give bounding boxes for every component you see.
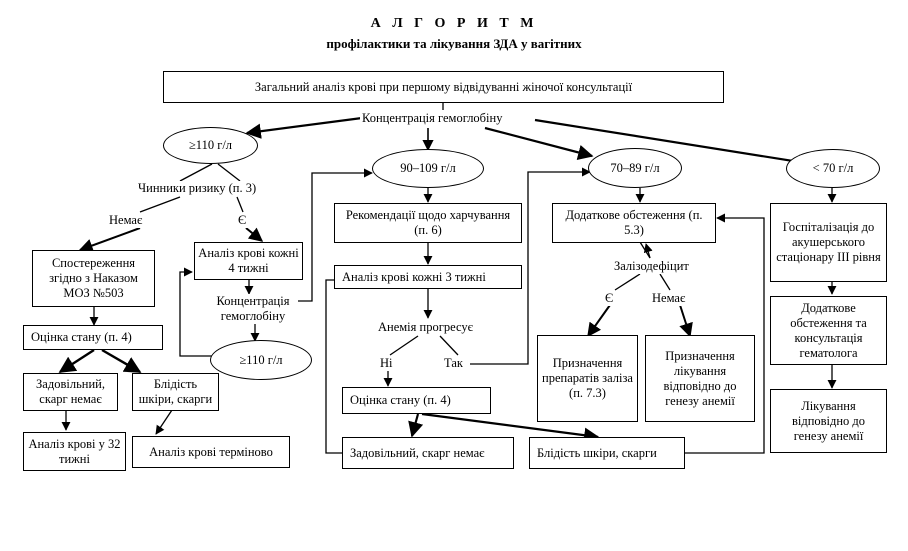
iron-deficiency-no-label: Немає (650, 291, 688, 306)
hemoglobin-concentration-label: Концентрація гемоглобіну (360, 111, 505, 126)
risk-factors-label: Чинники ризику (п. 3) (136, 181, 259, 196)
condition-assessment-2-box: Оцінка стану (п. 4) (342, 387, 491, 414)
blood-test-4-weeks-box: Аналіз крові кожні 4 тижні (194, 242, 303, 280)
risk-present-label: Є (236, 213, 249, 228)
hb-110-plus-b-oval: ≥110 г/л (210, 340, 312, 380)
iron-deficiency-label: Залізодефіцит (612, 259, 691, 274)
hematologist-consultation-box: Додаткове обстеження та консультація гем… (770, 296, 887, 365)
first-visit-blood-test-box: Загальний аналіз крові при першому відві… (163, 71, 724, 103)
hb-70-89-oval: 70–89 г/л (588, 148, 682, 188)
hb-below-70-oval: < 70 г/л (786, 149, 880, 188)
iron-deficiency-yes-label: Є (603, 291, 616, 306)
blood-test-3-weeks-box: Аналіз крові кожні 3 тижні (334, 265, 522, 289)
algorithm-title: А Л Г О Р И Т М (370, 16, 538, 31)
hb-90-109-oval: 90–109 г/л (372, 149, 484, 188)
blood-test-32-weeks-box: Аналіз крові у 32 тижні (23, 432, 126, 471)
progress-yes-label: Так (442, 356, 465, 371)
treatment-by-genesis-2-box: Лікування відповідно до генезу анемії (770, 389, 887, 453)
progress-no-label: Ні (378, 356, 395, 371)
treatment-by-genesis-box: Призначення лікування відповідно до гене… (645, 335, 755, 422)
algorithm-subtitle: профілактики та лікування ЗДА у вагітних (326, 36, 582, 51)
pale-skin-1-box: Блідість шкіри, скарги (132, 373, 219, 411)
urgent-blood-test-box: Аналіз крові терміново (132, 436, 290, 468)
additional-examination-box: Додаткове обстеження (п. 5.3) (552, 203, 716, 243)
anemia-progresses-label: Анемія прогресує (376, 320, 475, 335)
observation-box: Спостереження згідно з Наказом МОЗ №503 (32, 250, 155, 307)
condition-assessment-1-box: Оцінка стану (п. 4) (23, 325, 163, 350)
hb-110-plus-oval: ≥110 г/л (163, 127, 258, 164)
risk-absent-label: Немає (107, 213, 145, 228)
hemoglobin-concentration-2-label: Концентрація гемоглобіну (208, 294, 298, 324)
satisfactory-1-box: Задовільний, скарг немає (23, 373, 118, 411)
satisfactory-2-box: Задовільний, скарг немає (342, 437, 514, 469)
hospitalization-box: Госпіталізація до акушерського стаціонар… (770, 203, 887, 282)
pale-skin-2-box: Блідість шкіри, скарги (529, 437, 685, 469)
iron-preparations-box: Призначення препаратів заліза (п. 7.3) (537, 335, 638, 422)
nutrition-recommendations-box: Рекомендації щодо харчування (п. 6) (334, 203, 522, 243)
